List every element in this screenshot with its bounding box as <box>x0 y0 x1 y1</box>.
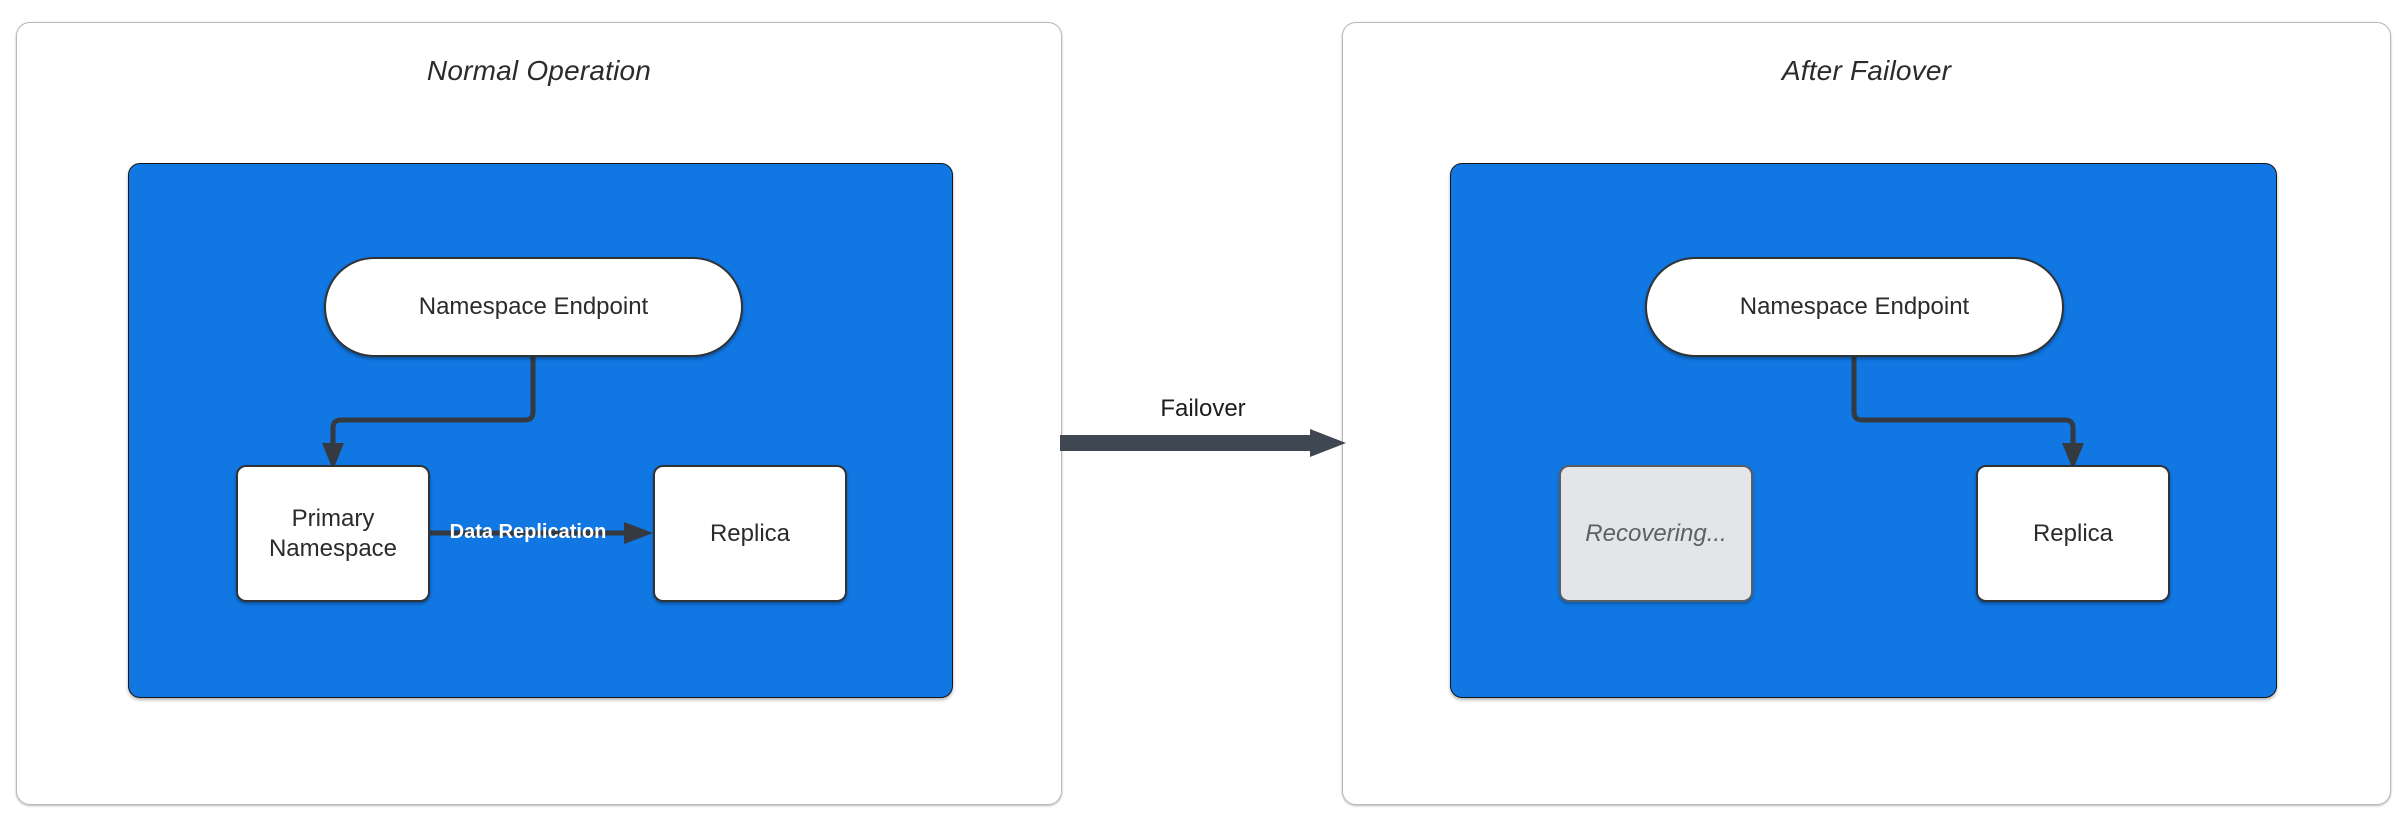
node-label: Replica <box>709 519 791 547</box>
node-primary-namespace[interactable]: Primary Namespace <box>236 465 430 602</box>
failover-arrow-icon <box>1060 429 1346 457</box>
panel-title-normal-operation: Normal Operation <box>426 55 652 86</box>
node-label: Namespace Endpoint <box>1739 293 1970 321</box>
node-label: Primary Namespace <box>269 504 397 563</box>
panel-title-after-failover: After Failover <box>1781 55 1952 86</box>
node-label: Recovering... <box>1585 519 1727 547</box>
failover-transition: Failover <box>1060 395 1346 457</box>
node-label: Replica <box>2032 519 2114 547</box>
node-label-line1: Primary <box>291 505 375 533</box>
edge-label-data-replication: Data Replication <box>449 521 607 543</box>
node-label: Namespace Endpoint <box>418 293 649 321</box>
node-replica-right[interactable]: Replica <box>1976 465 2170 602</box>
node-namespace-endpoint-left[interactable]: Namespace Endpoint <box>324 257 743 357</box>
group-box-after-failover <box>1450 163 2277 698</box>
node-label-line2: Namespace <box>268 534 398 562</box>
node-namespace-endpoint-right[interactable]: Namespace Endpoint <box>1645 257 2064 357</box>
node-replica-left[interactable]: Replica <box>653 465 847 602</box>
failover-label: Failover <box>1160 395 1246 422</box>
node-recovering[interactable]: Recovering... <box>1559 465 1753 602</box>
group-box-normal-operation <box>128 163 953 698</box>
